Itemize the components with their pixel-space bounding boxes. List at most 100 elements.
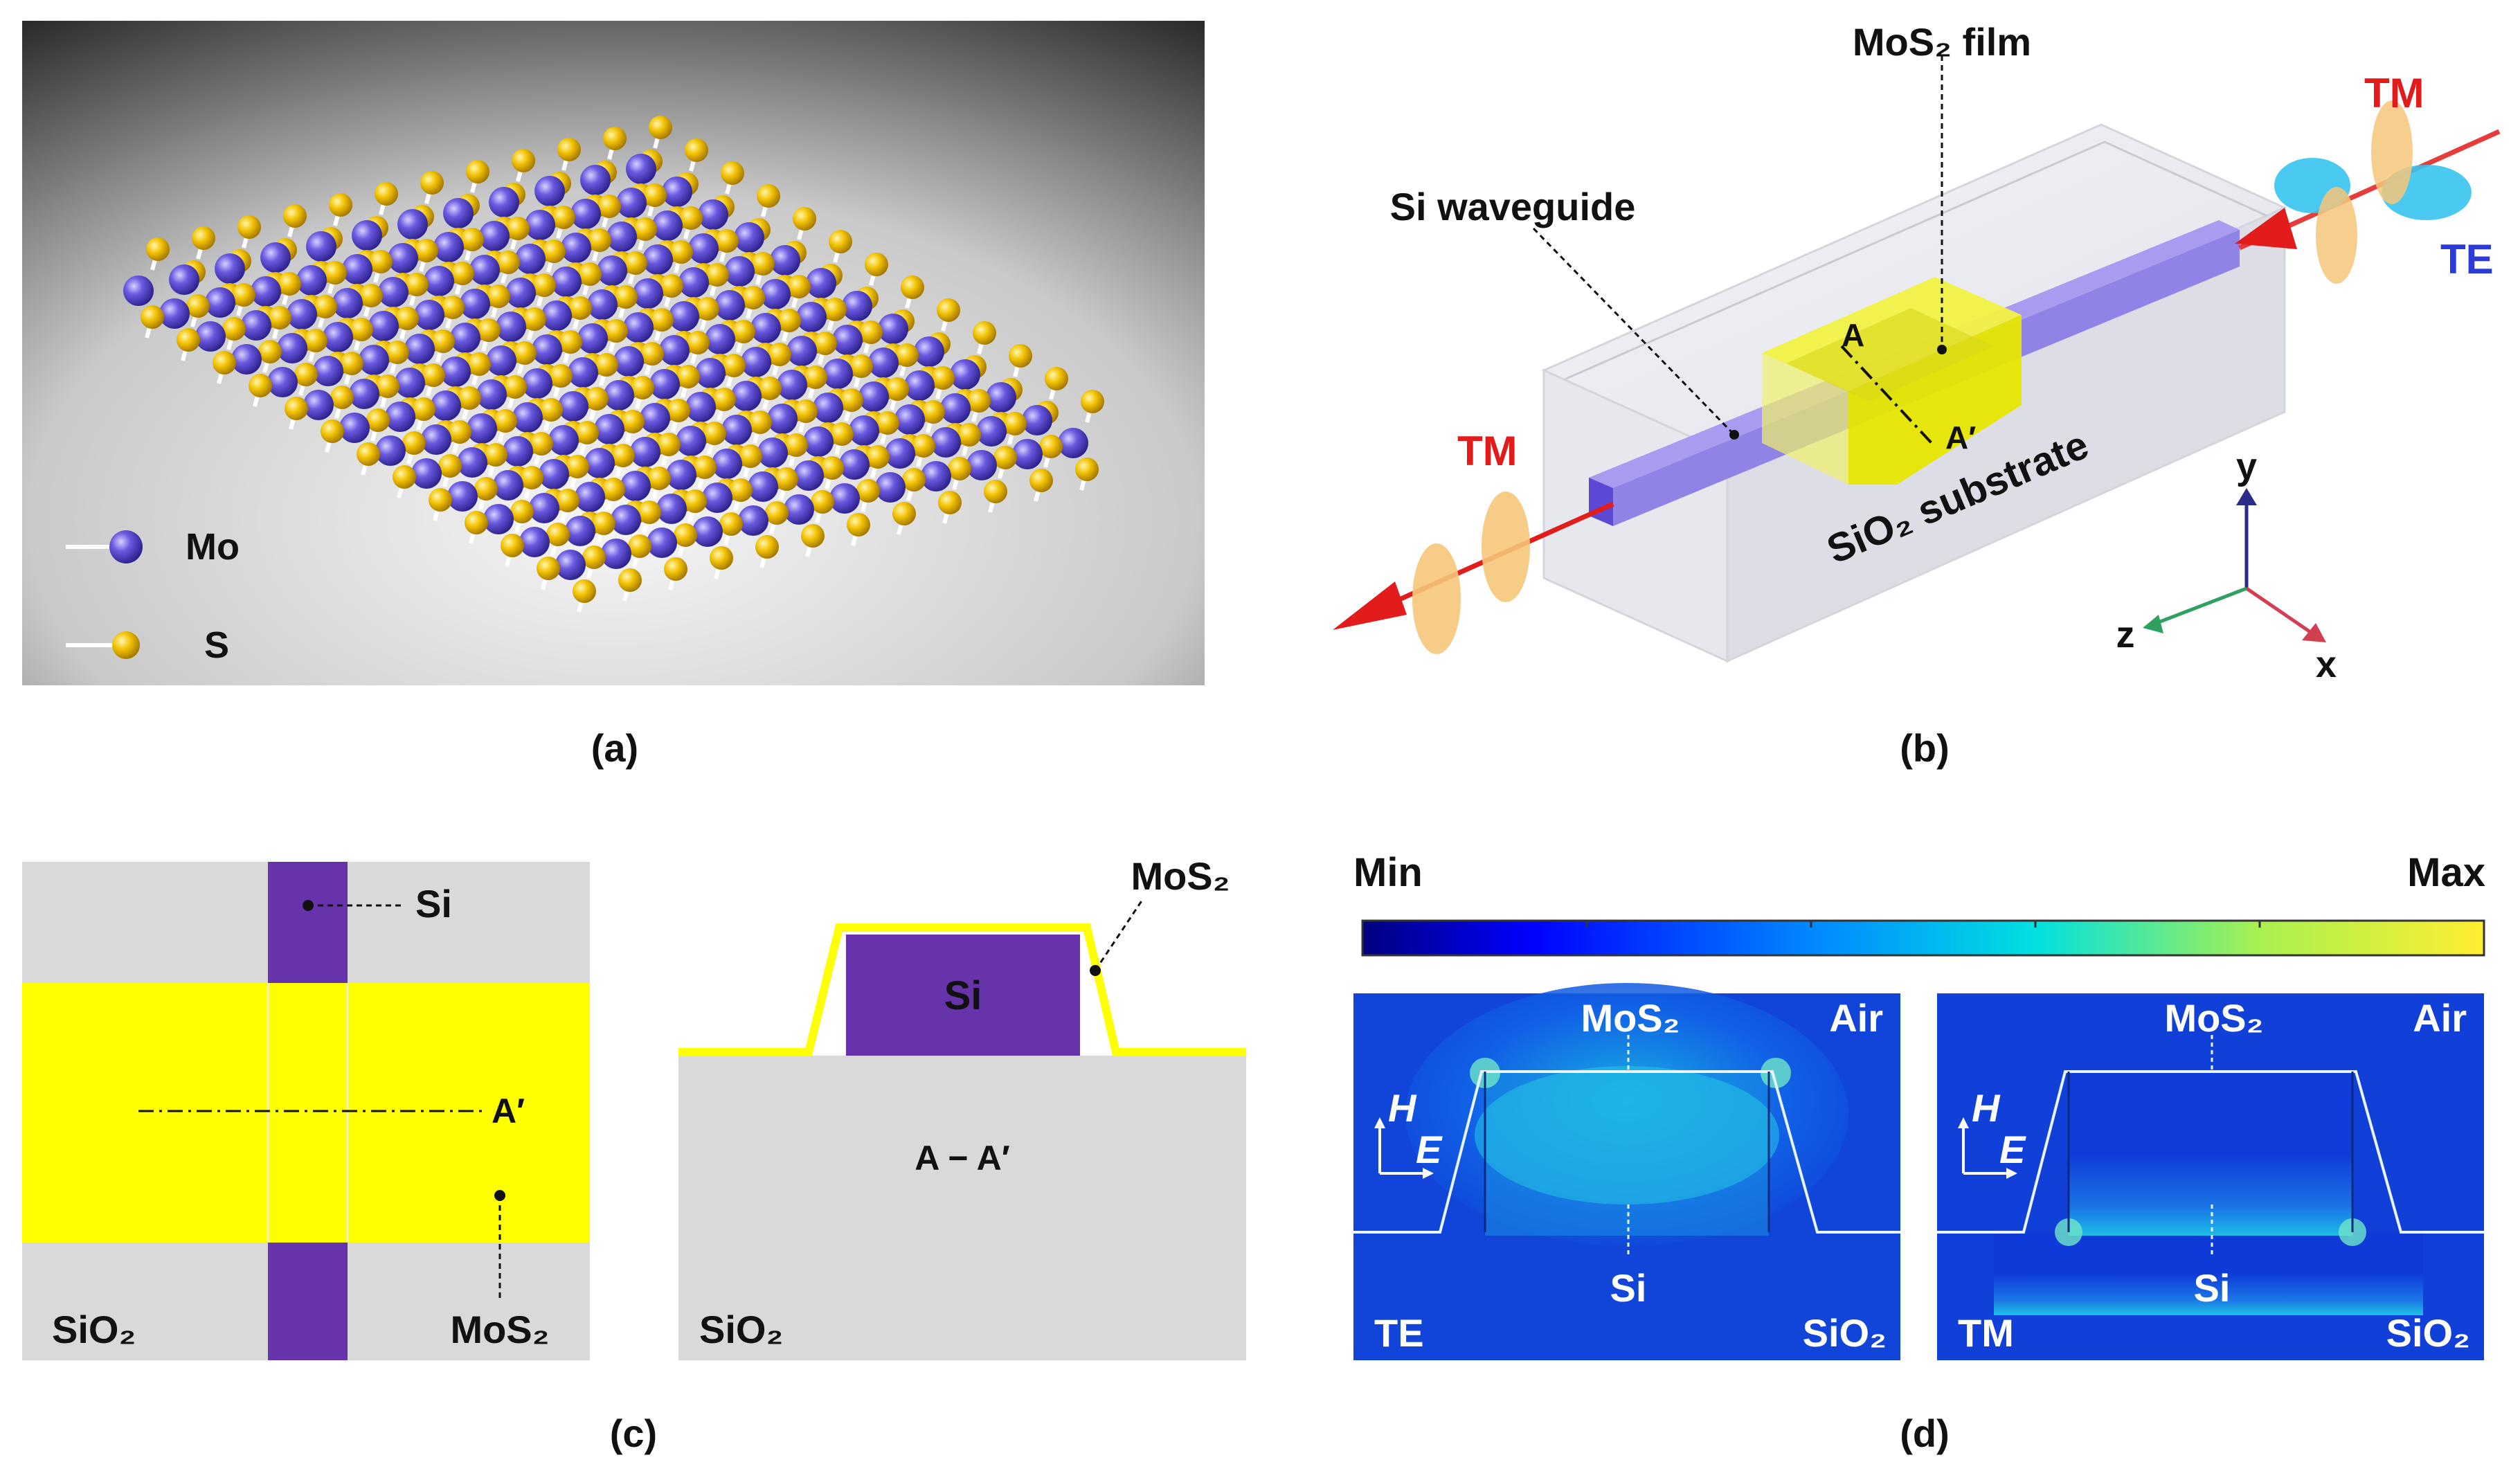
s-atom <box>585 387 609 410</box>
mo-atom <box>570 199 601 229</box>
s-atom <box>487 285 510 308</box>
s-atom <box>595 353 618 377</box>
mo-atom <box>685 392 716 422</box>
s-atom <box>611 444 635 467</box>
mo-atom <box>868 348 899 378</box>
s-atom <box>757 184 780 208</box>
mo-atom <box>822 359 853 389</box>
mo-atom <box>577 323 608 354</box>
cross-section-mos2-layer <box>678 923 1246 1056</box>
mo-atom <box>613 346 644 377</box>
s-atom <box>777 309 801 332</box>
te-mos2-label: MoS₂ <box>1581 996 1680 1040</box>
s-atom <box>602 478 625 501</box>
s-atom <box>350 318 373 341</box>
s-atom <box>542 240 566 263</box>
mo-atom <box>260 242 291 273</box>
s-atom <box>177 328 200 352</box>
s-atom <box>649 116 672 139</box>
s-atom <box>902 468 926 491</box>
mo-atom <box>339 413 370 443</box>
s-atom <box>1075 458 1099 481</box>
mo-atom <box>616 188 647 218</box>
tm-output-arrowhead <box>1333 581 1407 630</box>
te-si-label: Si <box>1610 1266 1647 1310</box>
s-atom <box>556 489 579 512</box>
s-atom <box>751 252 775 276</box>
s-atom <box>559 330 582 354</box>
s-atom <box>520 466 543 489</box>
mo-atom <box>558 391 588 422</box>
s-atom <box>719 512 743 536</box>
s-atom <box>901 276 924 299</box>
mo-atom <box>349 379 379 409</box>
mo-atom <box>397 209 428 240</box>
s-atom <box>967 389 991 413</box>
mo-atom <box>885 438 915 469</box>
s-atom <box>811 490 834 514</box>
mos2-film-label: MoS₂ film <box>1853 20 2031 64</box>
mo-atom <box>878 314 908 344</box>
mo-atom <box>532 334 562 365</box>
mo-atom <box>656 494 687 524</box>
mo-atom <box>623 312 654 343</box>
mo-atom <box>375 435 406 466</box>
cross-section-si <box>846 935 1080 1056</box>
mo-atom <box>411 458 442 489</box>
mo-atom <box>777 370 807 400</box>
s-atom <box>510 500 534 523</box>
mo-atom <box>784 494 814 525</box>
s-atom <box>633 217 657 241</box>
mo-atom <box>352 220 382 251</box>
s-atom <box>660 274 683 298</box>
mo-atom <box>424 266 454 296</box>
top-view-mos2 <box>22 983 590 1243</box>
s-atom <box>340 352 363 375</box>
mo-atom <box>440 357 471 387</box>
mo-atom <box>306 231 336 262</box>
s-atom <box>539 398 563 422</box>
mo-atom <box>738 505 768 536</box>
mo-atom <box>457 447 487 478</box>
cut-label-a: A <box>1842 317 1864 353</box>
te-sio2-label: SiO₂ <box>1803 1311 1887 1355</box>
mo-atom <box>986 382 1016 413</box>
colorbar <box>1361 919 2485 957</box>
s-atom <box>755 535 779 559</box>
mo-atom <box>541 300 572 331</box>
s-atom <box>729 478 753 502</box>
s-atom <box>631 376 654 399</box>
mo-atom <box>714 290 745 321</box>
mo-atom <box>806 268 836 298</box>
s-atom <box>532 273 556 297</box>
s-atom <box>467 352 491 376</box>
s-atom <box>405 273 429 296</box>
mo-atom <box>652 210 683 241</box>
axis-y-label: y <box>2236 446 2257 487</box>
s-atom <box>732 320 755 343</box>
mo-atom <box>832 325 863 355</box>
mo-atom <box>395 368 425 398</box>
s-atom <box>664 557 687 581</box>
s-atom <box>885 377 909 401</box>
mo-atom <box>332 288 363 318</box>
s-atom <box>376 374 399 398</box>
s-atom <box>674 523 697 547</box>
tm-input-label: TM <box>2364 70 2424 116</box>
s-atom <box>657 433 681 456</box>
s-atom <box>460 228 484 251</box>
mo-atom <box>493 470 523 500</box>
panel-c: A′ Si MoS₂ SiO₂ Si A − A′ SiO₂ MoS₂ (c) <box>22 854 1246 1455</box>
s-atom <box>921 400 945 424</box>
s-atom <box>530 432 553 455</box>
mo-atom <box>323 322 353 352</box>
mo-atom <box>195 321 226 352</box>
mo-atom <box>760 279 791 309</box>
mo-atom <box>450 323 480 353</box>
mo-atom <box>519 527 550 557</box>
s-atom <box>793 207 816 231</box>
mo-atom <box>875 472 906 503</box>
mo-atom <box>287 299 317 330</box>
mo-atom <box>561 233 591 263</box>
